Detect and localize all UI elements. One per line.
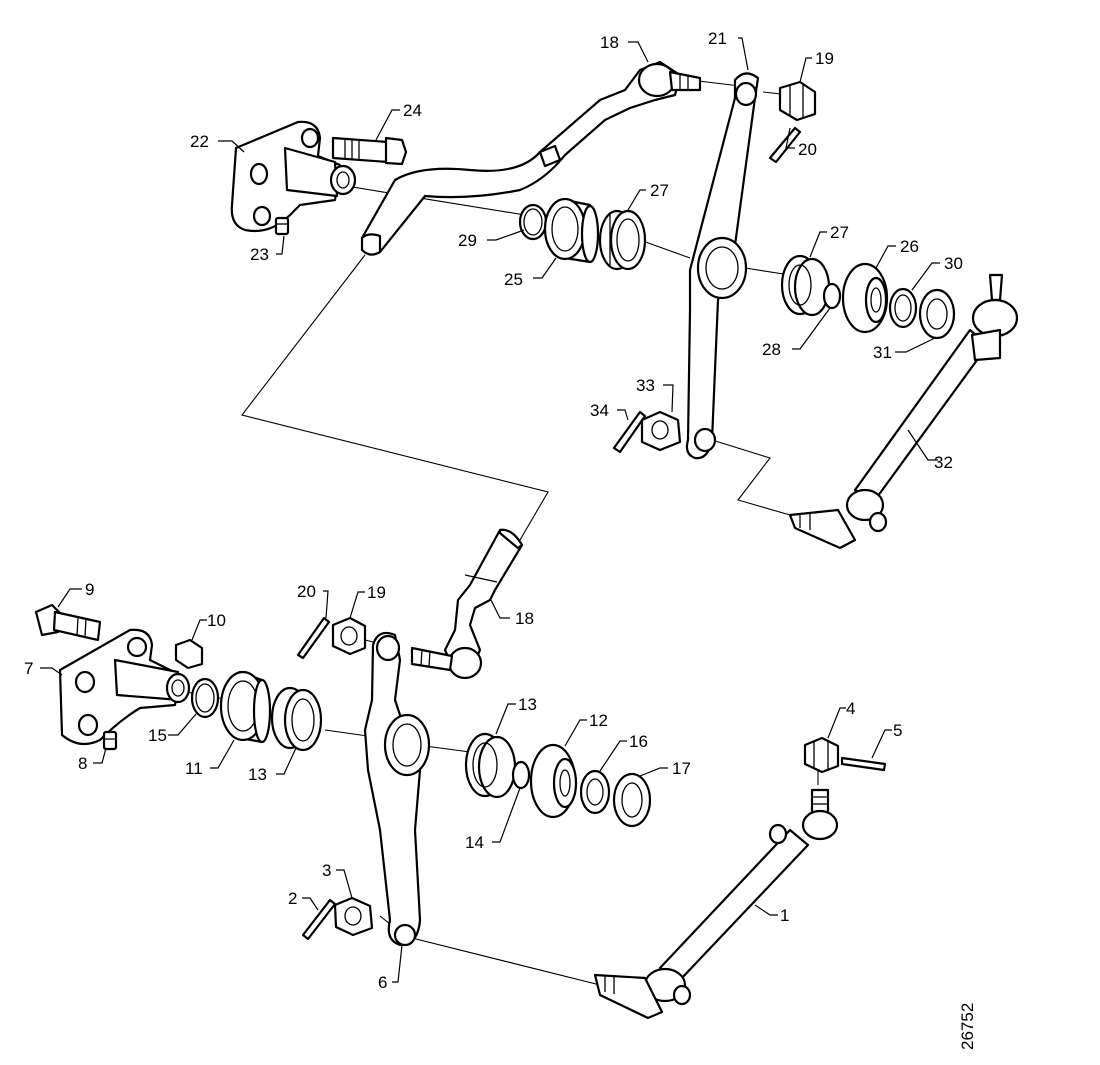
castle-nut-19-lower	[331, 616, 367, 656]
callout-22: 22	[190, 132, 209, 151]
callout-31: 31	[873, 343, 892, 362]
callout-13-left: 13	[248, 765, 267, 784]
drag-link-18-upper	[360, 60, 702, 256]
assembly-connection-lines	[174, 79, 819, 986]
callout-34: 34	[590, 401, 609, 420]
callout-20-lower: 20	[297, 582, 316, 601]
bearing-30	[888, 287, 918, 329]
callout-8: 8	[78, 754, 87, 773]
callout-21: 21	[708, 29, 727, 48]
castle-nut-4	[803, 736, 840, 774]
callout-26: 26	[900, 237, 919, 256]
nut-3	[333, 896, 374, 937]
nut-10	[174, 638, 204, 670]
bushing-25	[543, 197, 600, 264]
cotter-pin-5	[840, 756, 887, 772]
callout-13-right: 13	[518, 695, 537, 714]
callout-20-upper: 20	[798, 140, 817, 159]
callout-30: 30	[944, 254, 963, 273]
drawing-reference-number: 26752	[958, 1003, 977, 1050]
nut-33	[640, 410, 682, 452]
grease-nipple-8	[102, 730, 118, 751]
dust-cover-12	[529, 743, 578, 819]
bracket-7	[58, 628, 191, 746]
bearing-16	[579, 769, 611, 815]
callout-18-upper: 18	[600, 33, 619, 52]
cotter-pin-34	[612, 410, 647, 454]
callout-1: 1	[780, 906, 789, 925]
callout-5: 5	[893, 721, 902, 740]
o-ring-14	[511, 760, 531, 790]
castle-nut-19-upper	[778, 80, 817, 122]
cap-31	[918, 288, 956, 340]
callout-12: 12	[589, 711, 608, 730]
seal-27-left	[598, 209, 647, 271]
o-ring-28	[822, 282, 842, 310]
drag-link-18-lower	[410, 528, 524, 680]
callout-28: 28	[762, 340, 781, 359]
cotter-pin-20-lower	[296, 616, 331, 660]
pitman-arm-6	[363, 631, 431, 947]
grease-nipple-23	[274, 216, 290, 236]
callout-17: 17	[672, 759, 691, 778]
callout-32: 32	[934, 453, 953, 472]
callout-11: 11	[185, 759, 203, 778]
callout-24: 24	[403, 101, 422, 120]
callout-27-left: 27	[650, 181, 669, 200]
leader-lines	[40, 37, 940, 983]
seal-27-right	[780, 254, 831, 317]
callout-25: 25	[504, 270, 523, 289]
bracket-22	[230, 120, 357, 233]
callout-3: 3	[322, 861, 331, 880]
o-ring-15	[190, 677, 220, 719]
callout-4: 4	[846, 699, 855, 718]
bolt-9	[34, 603, 102, 642]
o-ring-29	[518, 203, 548, 241]
tie-rod-32	[788, 273, 1019, 550]
bolt-24	[331, 136, 408, 166]
callout-15: 15	[148, 726, 167, 745]
callout-10: 10	[207, 611, 226, 630]
callout-9: 9	[85, 580, 94, 599]
callout-labels: 18 21 19 20 24 22 23 29 25 27 27 26 30 2…	[24, 29, 963, 992]
seal-13-right	[464, 732, 517, 799]
callout-14: 14	[465, 833, 484, 852]
callout-7: 7	[24, 659, 33, 678]
seal-13-left	[270, 686, 323, 752]
callout-19-upper: 19	[815, 49, 834, 68]
callout-18-lower: 18	[515, 609, 534, 628]
callout-2: 2	[288, 889, 297, 908]
cotter-pin-2	[301, 898, 337, 941]
dust-cover-26	[841, 262, 889, 334]
pitman-arm-21	[685, 72, 760, 460]
callout-27-right: 27	[830, 223, 849, 242]
tie-rod-1	[593, 788, 839, 1020]
callout-33: 33	[636, 376, 655, 395]
callout-29: 29	[458, 231, 477, 250]
callout-6: 6	[378, 973, 387, 992]
cap-17	[612, 772, 652, 828]
bushing-11	[219, 670, 272, 744]
cotter-pin-20-upper	[768, 126, 802, 164]
callout-23: 23	[250, 245, 269, 264]
callout-16: 16	[629, 732, 648, 751]
callout-19-lower: 19	[367, 583, 386, 602]
